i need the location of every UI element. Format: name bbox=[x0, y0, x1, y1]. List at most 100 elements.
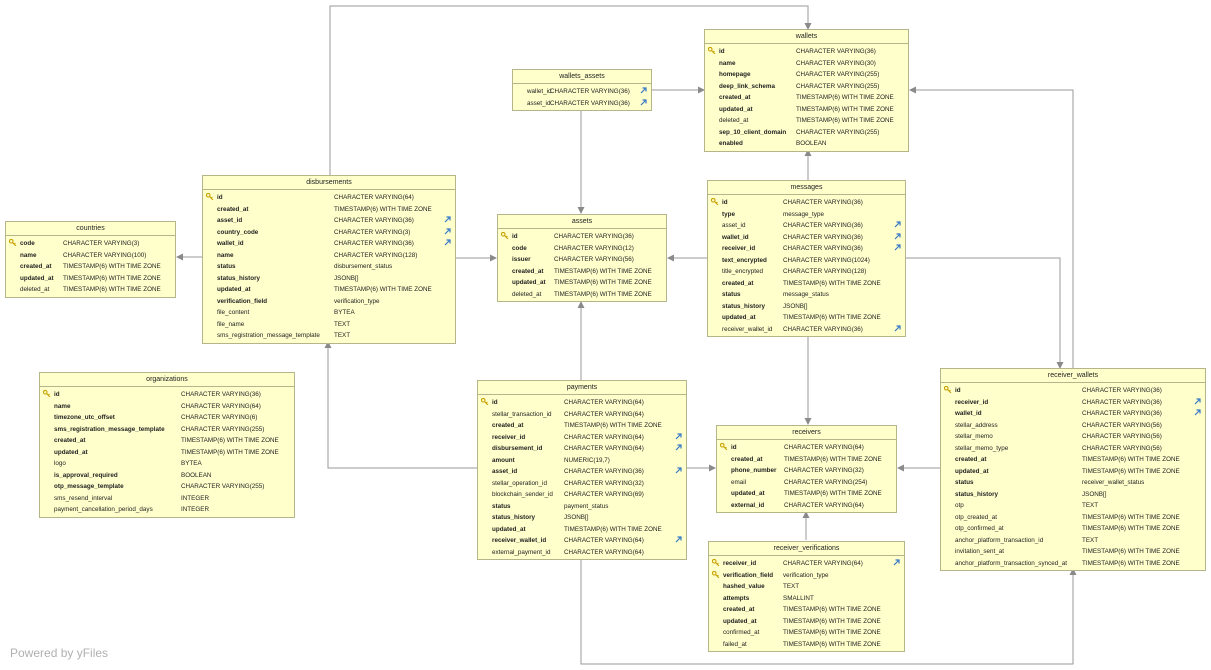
column-row[interactable]: idCHARACTER VARYING(36) bbox=[705, 46, 908, 58]
column-row[interactable]: deleted_atTIMESTAMP(6) WITH TIME ZONE bbox=[498, 289, 666, 301]
column-row[interactable]: updated_atTIMESTAMP(6) WITH TIME ZONE bbox=[708, 312, 905, 324]
column-row[interactable]: stellar_operation_idCHARACTER VARYING(32… bbox=[478, 478, 686, 490]
column-row[interactable]: nameCHARACTER VARYING(100) bbox=[6, 250, 175, 262]
column-row[interactable]: asset_idCHARACTER VARYING(36) bbox=[708, 220, 905, 232]
column-row[interactable]: failed_atTIMESTAMP(6) WITH TIME ZONE bbox=[709, 639, 904, 651]
column-row[interactable]: receiver_wallet_idCHARACTER VARYING(64) bbox=[478, 535, 686, 547]
column-row[interactable]: codeCHARACTER VARYING(12) bbox=[498, 243, 666, 255]
table-messages[interactable]: messagesidCHARACTER VARYING(36)typemessa… bbox=[707, 180, 906, 337]
table-receiver-verifications[interactable]: receiver_verificationsreceiver_idCHARACT… bbox=[708, 541, 905, 652]
column-row[interactable]: typemessage_type bbox=[708, 209, 905, 221]
column-row[interactable]: issuerCHARACTER VARYING(56) bbox=[498, 254, 666, 266]
column-row[interactable]: asset_idCHARACTER VARYING(36) bbox=[203, 215, 455, 227]
column-row[interactable]: nameCHARACTER VARYING(30) bbox=[705, 58, 908, 70]
table-wallets-assets[interactable]: wallets_assetswallet_idCHARACTER VARYING… bbox=[512, 69, 652, 111]
column-row[interactable]: file_contentBYTEA bbox=[203, 307, 455, 319]
column-row[interactable]: idCHARACTER VARYING(64) bbox=[717, 442, 896, 454]
column-row[interactable]: stellar_memo_typeCHARACTER VARYING(56) bbox=[941, 443, 1205, 455]
column-row[interactable]: disbursement_idCHARACTER VARYING(64) bbox=[478, 443, 686, 455]
column-row[interactable]: updated_atTIMESTAMP(6) WITH TIME ZONE bbox=[40, 447, 294, 459]
column-row[interactable]: created_atTIMESTAMP(6) WITH TIME ZONE bbox=[941, 454, 1205, 466]
column-row[interactable]: status_historyJSONB[] bbox=[478, 512, 686, 524]
column-row[interactable]: anchor_platform_transaction_idTEXT bbox=[941, 535, 1205, 547]
column-row[interactable]: created_atTIMESTAMP(6) WITH TIME ZONE bbox=[6, 261, 175, 273]
table-disbursements[interactable]: disbursementsidCHARACTER VARYING(64)crea… bbox=[202, 175, 456, 344]
column-row[interactable]: updated_atTIMESTAMP(6) WITH TIME ZONE bbox=[717, 488, 896, 500]
column-row[interactable]: sms_registration_message_templateCHARACT… bbox=[40, 424, 294, 436]
column-row[interactable]: created_atTIMESTAMP(6) WITH TIME ZONE bbox=[708, 278, 905, 290]
column-row[interactable]: hashed_valueTEXT bbox=[709, 581, 904, 593]
column-row[interactable]: verification_fieldverification_type bbox=[203, 296, 455, 308]
column-row[interactable]: statusdisbursement_status bbox=[203, 261, 455, 273]
column-row[interactable]: statusreceiver_wallet_status bbox=[941, 477, 1205, 489]
column-row[interactable]: confirmed_atTIMESTAMP(6) WITH TIME ZONE bbox=[709, 627, 904, 639]
column-row[interactable]: idCHARACTER VARYING(36) bbox=[708, 197, 905, 209]
column-row[interactable]: updated_atTIMESTAMP(6) WITH TIME ZONE bbox=[478, 524, 686, 536]
column-row[interactable]: wallet_idCHARACTER VARYING(36) bbox=[513, 86, 651, 98]
column-row[interactable]: sms_resend_intervalINTEGER bbox=[40, 493, 294, 505]
column-row[interactable]: otp_confirmed_atTIMESTAMP(6) WITH TIME Z… bbox=[941, 523, 1205, 535]
table-wallets[interactable]: walletsidCHARACTER VARYING(36)nameCHARAC… bbox=[704, 29, 909, 152]
column-row[interactable]: created_atTIMESTAMP(6) WITH TIME ZONE bbox=[705, 92, 908, 104]
column-row[interactable]: idCHARACTER VARYING(64) bbox=[478, 397, 686, 409]
column-row[interactable]: sms_registration_message_templateTEXT bbox=[203, 330, 455, 342]
column-row[interactable]: receiver_idCHARACTER VARYING(64) bbox=[709, 558, 904, 570]
column-row[interactable]: invitation_sent_atTIMESTAMP(6) WITH TIME… bbox=[941, 546, 1205, 558]
column-row[interactable]: stellar_transaction_idCHARACTER VARYING(… bbox=[478, 409, 686, 421]
column-row[interactable]: wallet_idCHARACTER VARYING(36) bbox=[708, 232, 905, 244]
column-row[interactable]: receiver_wallet_idCHARACTER VARYING(36) bbox=[708, 324, 905, 336]
column-row[interactable]: emailCHARACTER VARYING(254) bbox=[717, 477, 896, 489]
column-row[interactable]: asset_idCHARACTER VARYING(36) bbox=[513, 98, 651, 110]
column-row[interactable]: wallet_idCHARACTER VARYING(36) bbox=[941, 408, 1205, 420]
column-row[interactable]: created_atTIMESTAMP(6) WITH TIME ZONE bbox=[709, 604, 904, 616]
column-row[interactable]: text_encryptedCHARACTER VARYING(1024) bbox=[708, 255, 905, 267]
column-row[interactable]: logoBYTEA bbox=[40, 458, 294, 470]
column-row[interactable]: otpTEXT bbox=[941, 500, 1205, 512]
column-row[interactable]: status_historyJSONB[] bbox=[203, 273, 455, 285]
table-organizations[interactable]: organizationsidCHARACTER VARYING(36)name… bbox=[39, 372, 295, 518]
table-receivers[interactable]: receiversidCHARACTER VARYING(64)created_… bbox=[716, 425, 897, 513]
column-row[interactable]: codeCHARACTER VARYING(3) bbox=[6, 238, 175, 250]
column-row[interactable]: wallet_idCHARACTER VARYING(36) bbox=[203, 238, 455, 250]
column-row[interactable]: blockchain_sender_idCHARACTER VARYING(69… bbox=[478, 489, 686, 501]
column-row[interactable]: file_nameTEXT bbox=[203, 319, 455, 331]
column-row[interactable]: verification_fieldverification_type bbox=[709, 570, 904, 582]
column-row[interactable]: enabledBOOLEAN bbox=[705, 138, 908, 150]
column-row[interactable]: receiver_idCHARACTER VARYING(36) bbox=[941, 397, 1205, 409]
column-row[interactable]: homepageCHARACTER VARYING(255) bbox=[705, 69, 908, 81]
column-row[interactable]: updated_atTIMESTAMP(6) WITH TIME ZONE bbox=[705, 104, 908, 116]
column-row[interactable]: asset_idCHARACTER VARYING(36) bbox=[478, 466, 686, 478]
column-row[interactable]: deleted_atTIMESTAMP(6) WITH TIME ZONE bbox=[6, 284, 175, 296]
column-row[interactable]: receiver_idCHARACTER VARYING(36) bbox=[708, 243, 905, 255]
column-row[interactable]: updated_atTIMESTAMP(6) WITH TIME ZONE bbox=[6, 273, 175, 285]
column-row[interactable]: payment_cancellation_period_daysINTEGER bbox=[40, 504, 294, 516]
column-row[interactable]: phone_numberCHARACTER VARYING(32) bbox=[717, 465, 896, 477]
column-row[interactable]: statuspayment_status bbox=[478, 501, 686, 513]
column-row[interactable]: external_idCHARACTER VARYING(64) bbox=[717, 500, 896, 512]
column-row[interactable]: updated_atTIMESTAMP(6) WITH TIME ZONE bbox=[941, 466, 1205, 478]
column-row[interactable]: attemptsSMALLINT bbox=[709, 593, 904, 605]
column-row[interactable]: idCHARACTER VARYING(64) bbox=[203, 192, 455, 204]
column-row[interactable]: created_atTIMESTAMP(6) WITH TIME ZONE bbox=[478, 420, 686, 432]
column-row[interactable]: sep_10_client_domainCHARACTER VARYING(25… bbox=[705, 127, 908, 139]
column-row[interactable]: anchor_platform_transaction_synced_atTIM… bbox=[941, 558, 1205, 570]
column-row[interactable]: updated_atTIMESTAMP(6) WITH TIME ZONE bbox=[203, 284, 455, 296]
column-row[interactable]: is_approval_requiredBOOLEAN bbox=[40, 470, 294, 482]
column-row[interactable]: receiver_idCHARACTER VARYING(64) bbox=[478, 432, 686, 444]
column-row[interactable]: country_codeCHARACTER VARYING(3) bbox=[203, 227, 455, 239]
column-row[interactable]: otp_message_templateCHARACTER VARYING(25… bbox=[40, 481, 294, 493]
column-row[interactable]: updated_atTIMESTAMP(6) WITH TIME ZONE bbox=[709, 616, 904, 628]
column-row[interactable]: nameCHARACTER VARYING(64) bbox=[40, 401, 294, 413]
table-assets[interactable]: assetsidCHARACTER VARYING(36)codeCHARACT… bbox=[497, 214, 667, 302]
table-payments[interactable]: paymentsidCHARACTER VARYING(64)stellar_t… bbox=[477, 380, 687, 560]
column-row[interactable]: status_historyJSONB[] bbox=[941, 489, 1205, 501]
column-row[interactable]: stellar_addressCHARACTER VARYING(56) bbox=[941, 420, 1205, 432]
column-row[interactable]: statusmessage_status bbox=[708, 289, 905, 301]
column-row[interactable]: idCHARACTER VARYING(36) bbox=[40, 389, 294, 401]
column-row[interactable]: title_encryptedCHARACTER VARYING(128) bbox=[708, 266, 905, 278]
table-receiver-wallets[interactable]: receiver_walletsidCHARACTER VARYING(36)r… bbox=[940, 368, 1206, 571]
column-row[interactable]: created_atTIMESTAMP(6) WITH TIME ZONE bbox=[40, 435, 294, 447]
column-row[interactable]: deep_link_schemaCHARACTER VARYING(255) bbox=[705, 81, 908, 93]
column-row[interactable]: created_atTIMESTAMP(6) WITH TIME ZONE bbox=[203, 204, 455, 216]
column-row[interactable]: idCHARACTER VARYING(36) bbox=[498, 231, 666, 243]
